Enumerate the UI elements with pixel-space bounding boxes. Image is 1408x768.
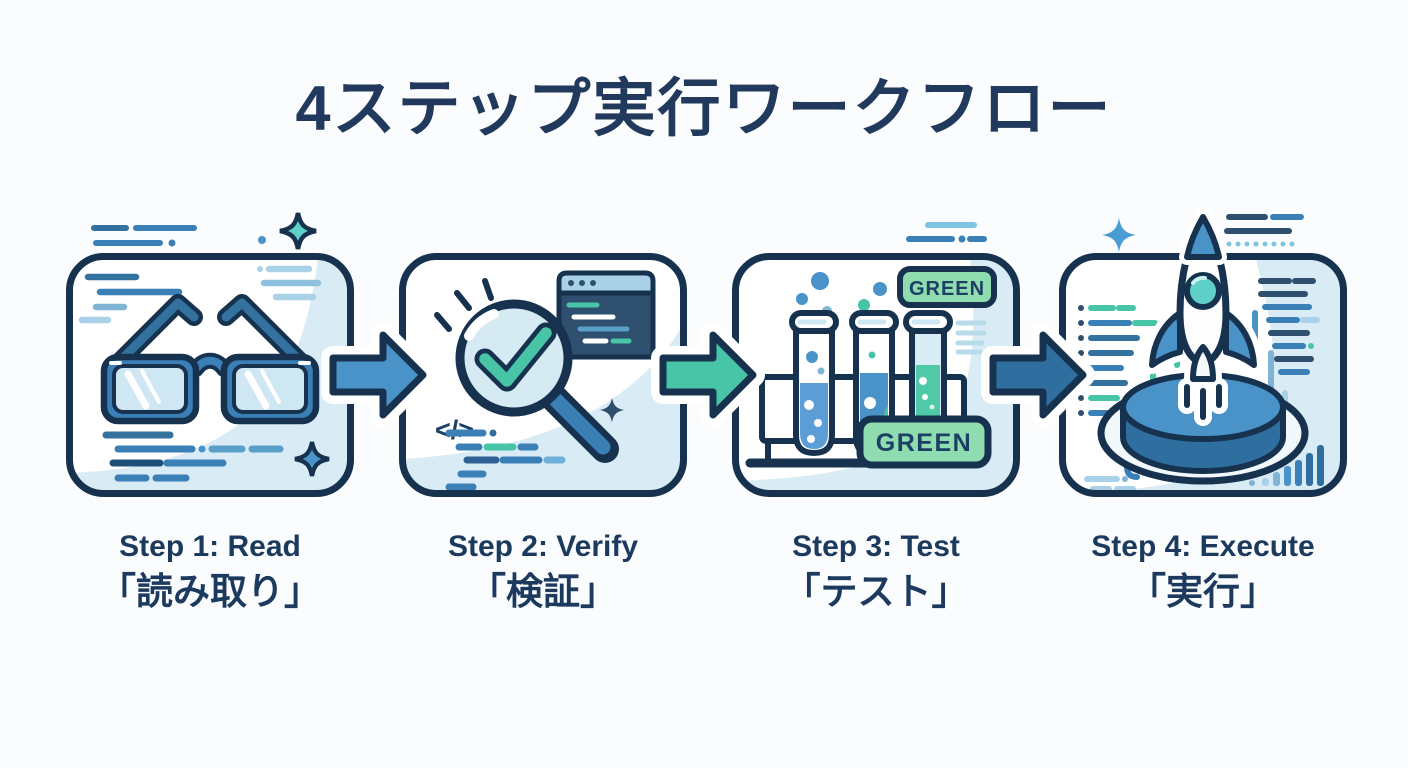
card-top-decor-lines [91, 225, 266, 247]
sparkle-icon [599, 397, 625, 423]
thrust-lines [1184, 384, 1222, 420]
card-top-decor-lines [906, 222, 987, 243]
sparkle-icon [279, 212, 317, 250]
step-label-en: Step 3: Test [792, 530, 960, 563]
launch-button [1097, 372, 1309, 485]
step-label-ja: 「実行」 [1129, 571, 1277, 612]
card-wash [69, 256, 351, 494]
arrow-icon [989, 331, 1087, 419]
code-lines-bottom [445, 429, 566, 491]
step-card-execute [1059, 208, 1347, 497]
magnifier-check-icon [455, 299, 619, 463]
sparkle-icon [1102, 218, 1136, 252]
status-badge-top: GREEN [897, 266, 997, 308]
test-tube-blue [789, 310, 839, 457]
sparkle-icon [294, 441, 330, 477]
arrow-icon [659, 331, 757, 419]
code-window-icon [556, 270, 656, 360]
page-title: 4ステップ実行ワークフロー [295, 74, 1113, 144]
bar-chart-icon [1249, 445, 1324, 486]
glasses-icon [100, 294, 320, 425]
badge-text: GREEN [909, 278, 985, 300]
step-card-read [66, 212, 354, 497]
emphasis-strokes [434, 278, 494, 332]
step-label-verify: Step 2: Verify 「検証」 [359, 529, 727, 615]
arrow-icon [329, 331, 427, 419]
step-label-read: Step 1: Read 「読み取り」 [26, 529, 394, 615]
rocket-icon [1149, 210, 1257, 420]
arrow-verify-to-test [651, 323, 765, 427]
step-label-ja: 「読み取り」 [99, 571, 321, 612]
step-label-test: Step 3: Test 「テスト」 [692, 529, 1060, 615]
step-label-ja: 「テスト」 [783, 571, 969, 612]
code-lines-bottom [102, 431, 284, 482]
step-label-ja: 「検証」 [469, 571, 617, 612]
rocket-border-gap [1179, 209, 1227, 265]
badge-text: GREEN [876, 429, 972, 457]
card-top-decor-lines [1224, 214, 1304, 247]
status-badge-bottom: GREEN [856, 415, 992, 469]
right-decor-lines [955, 320, 987, 355]
step-label-execute: Step 4: Execute 「実行」 [1019, 529, 1387, 615]
step-label-en: Step 2: Verify [447, 530, 639, 563]
step-label-en: Step 4: Execute [1091, 530, 1315, 563]
arrow-test-to-execute [981, 323, 1095, 427]
arrow-read-to-verify [321, 323, 435, 427]
step-card-test: GREEN GREEN [732, 222, 1020, 497]
step-label-en: Step 1: Read [119, 530, 301, 563]
code-lines-top [78, 265, 322, 324]
step-card-verify: </> [399, 253, 687, 497]
